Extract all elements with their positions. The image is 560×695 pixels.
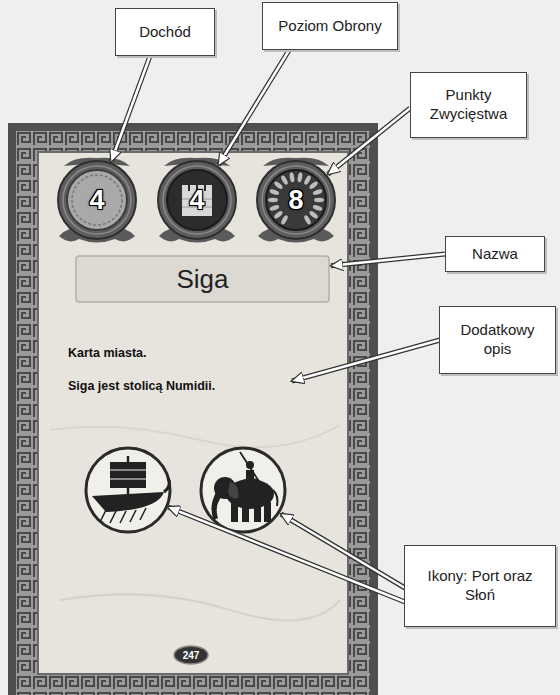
card-frame [8, 123, 378, 695]
callout-label: Ikony: Port oraz Słoń [413, 567, 547, 605]
stat-value: 4 [89, 185, 104, 216]
name-plate: Siga [75, 255, 330, 303]
callout-arrow [111, 56, 150, 162]
parchment-texture [50, 425, 340, 447]
callout-label: Nazwa [472, 245, 518, 264]
parchment [38, 152, 348, 674]
badge-circle: 247 [173, 645, 209, 665]
parchment-texture [60, 594, 340, 620]
card-name: Siga [176, 264, 228, 295]
card-number: 247 [183, 650, 200, 661]
elephant-icon [201, 448, 285, 532]
card-description: Siga jest stolicą Numidii. [68, 379, 215, 393]
leader-line [292, 340, 440, 381]
port-icon [86, 448, 170, 532]
callout-box: Nazwa [445, 236, 545, 272]
scroll-ornaments [59, 158, 334, 243]
callout-box: Punkty Zwycięstwa [410, 72, 527, 138]
callout-label: Poziom Obrony [278, 17, 381, 36]
callout-arrow [219, 50, 290, 165]
tower-circle: 4 [157, 160, 237, 240]
stat-value: 8 [288, 185, 303, 216]
city-card: Karta miasta. Siga jest stolicą Numidii. 4… [10, 123, 378, 695]
card-description: Karta miasta. [68, 346, 147, 360]
callout-label: Dochód [139, 23, 191, 42]
callout-label: Punkty Zwycięstwa [419, 86, 518, 124]
stat-value: 4 [189, 185, 204, 216]
callout-box: Dodatkowy opis [439, 306, 556, 374]
callout-box: Dochód [115, 8, 215, 56]
coin-circle: 4 [57, 160, 137, 240]
callout-box: Ikony: Port oraz Słoń [404, 545, 556, 627]
leader-line [168, 507, 405, 602]
meander-pattern [16, 131, 370, 695]
callout-label: Dodatkowy opis [448, 321, 547, 359]
callout-box: Poziom Obrony [262, 2, 398, 50]
callout-arrow [328, 108, 410, 174]
callout-arrow [331, 254, 445, 266]
meander-band [16, 131, 370, 695]
wreath-circle: 8 [256, 160, 336, 240]
